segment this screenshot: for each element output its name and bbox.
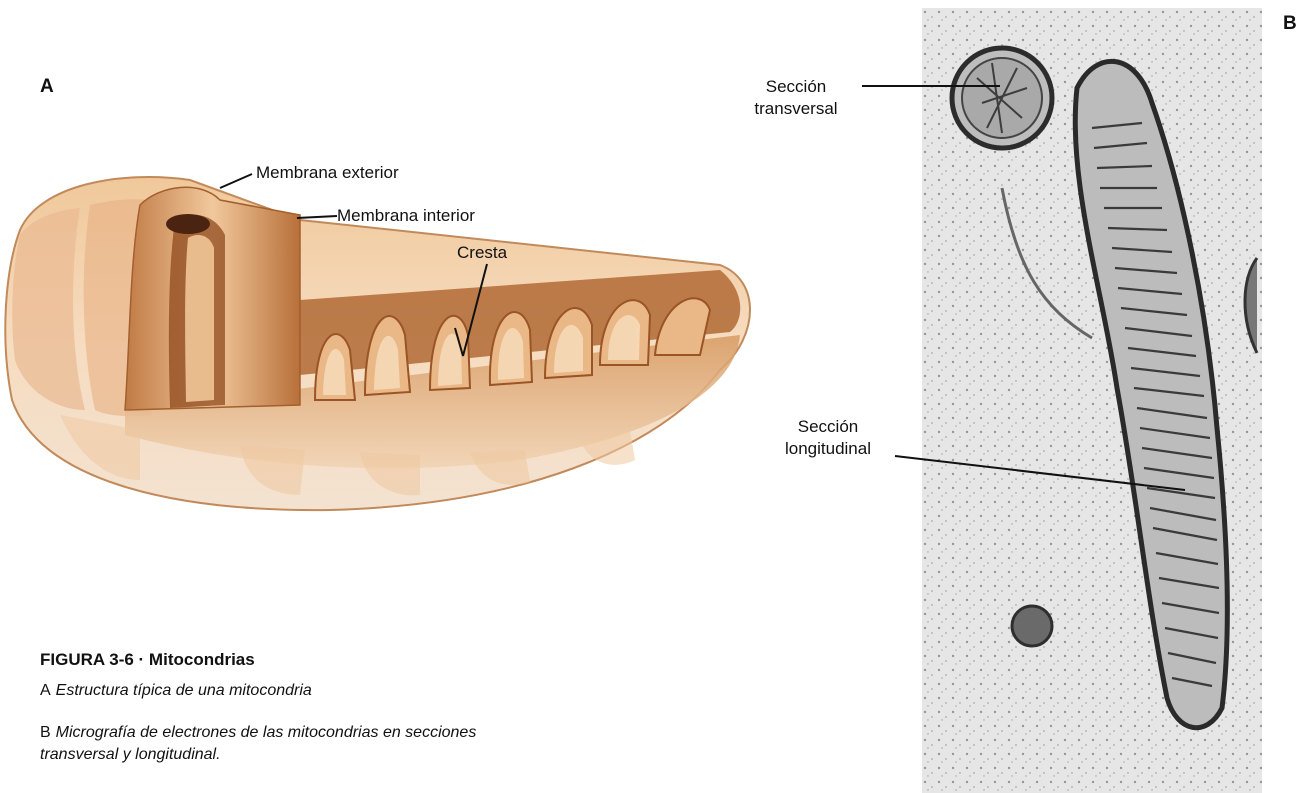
outer-membrane-label: Membrana exterior bbox=[256, 162, 399, 184]
inner-membrane-label: Membrana interior bbox=[337, 205, 475, 227]
figure-caption-title: FIGURA 3-6 · Mitocondrias bbox=[40, 650, 255, 670]
crest-label: Cresta bbox=[457, 242, 507, 264]
caption-a-key: A bbox=[40, 682, 51, 699]
caption-b-key: B bbox=[40, 724, 51, 741]
longitudinal-section-label: Sección longitudinal bbox=[768, 416, 888, 460]
electron-micrograph bbox=[922, 8, 1262, 793]
transverse-mitochondrion bbox=[952, 48, 1052, 148]
panel-b-letter: B bbox=[1283, 13, 1297, 35]
dark-granule bbox=[1012, 606, 1052, 646]
panel-a-letter: A bbox=[40, 76, 54, 98]
caption-b-text: Micrografía de electrones de las mitocon… bbox=[40, 724, 476, 763]
caption-a-text: Estructura típica de una mitocondria bbox=[56, 682, 312, 699]
caption-line-a: A Estructura típica de una mitocondria bbox=[40, 680, 312, 702]
transverse-section-label: Sección transversal bbox=[742, 76, 850, 120]
